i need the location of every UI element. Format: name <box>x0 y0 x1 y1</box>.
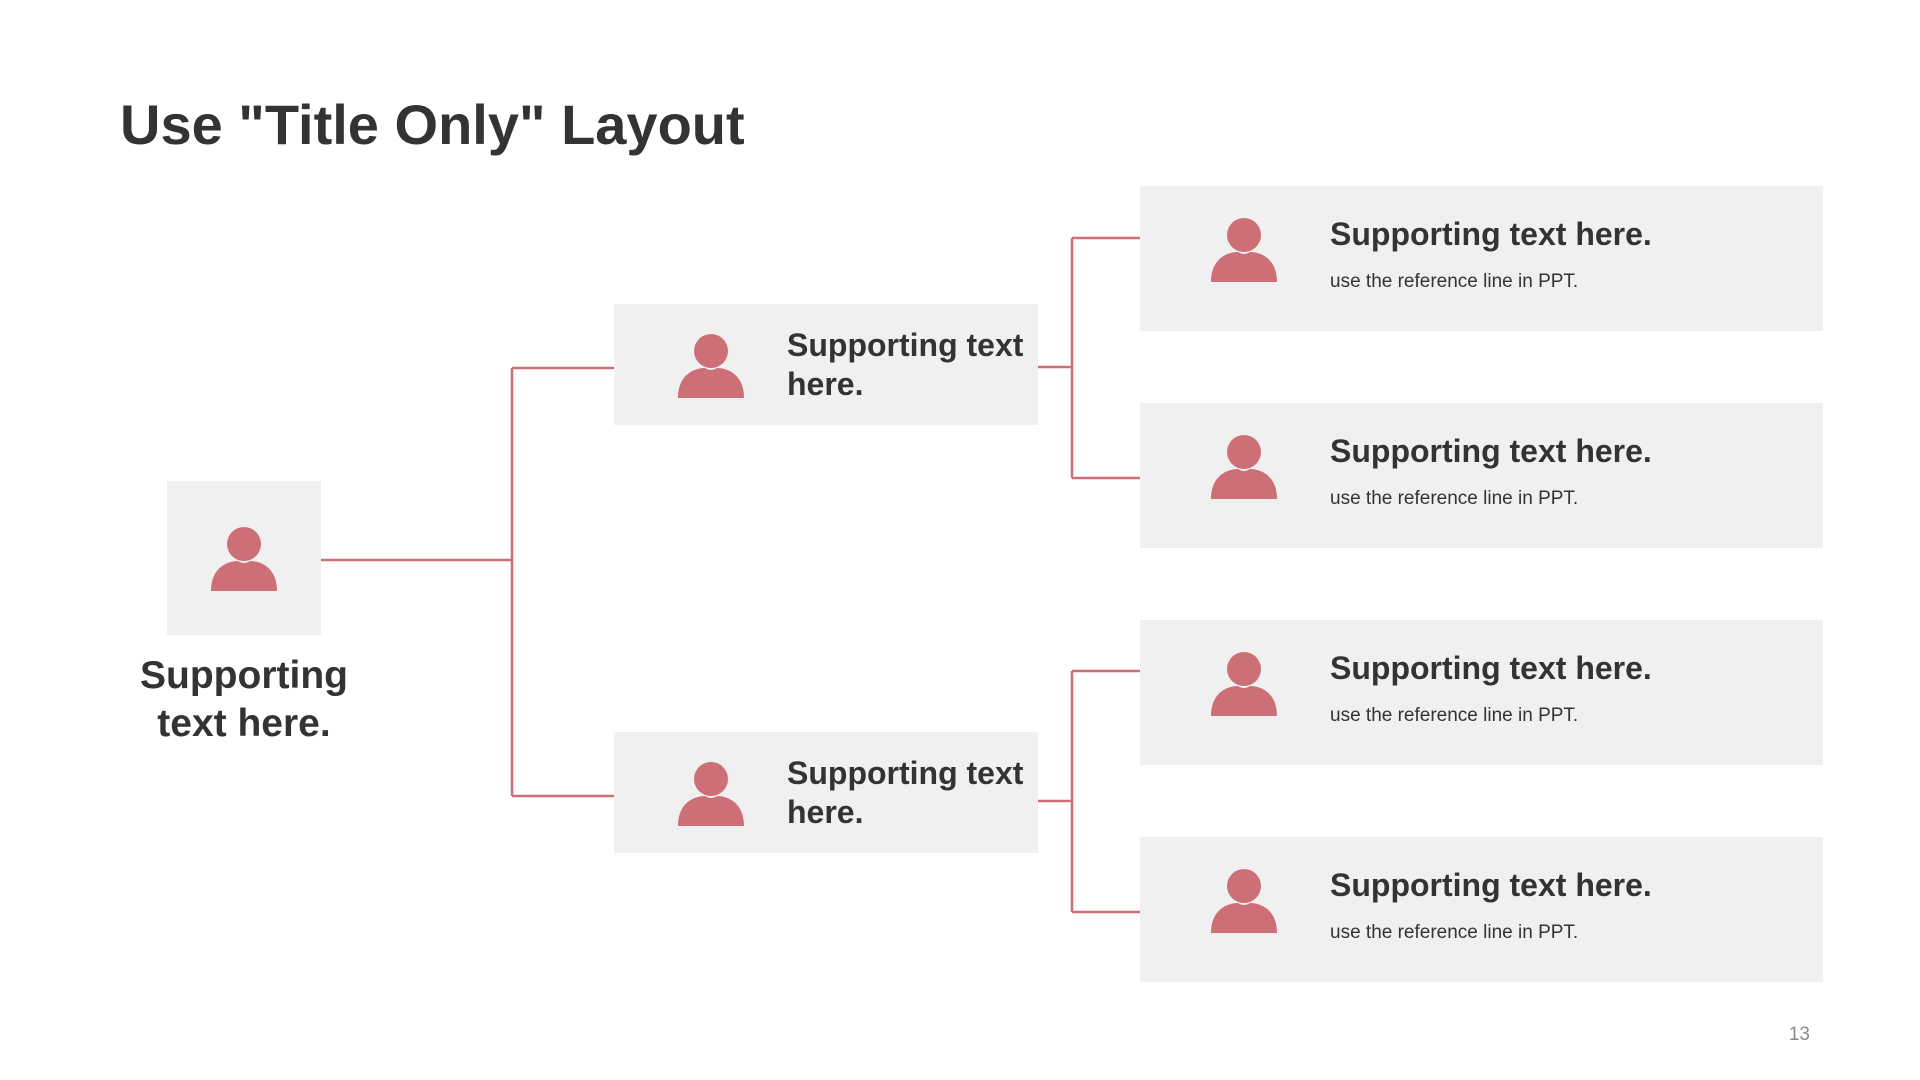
person-icon <box>211 527 277 591</box>
root-node-label: Supporting text here. <box>140 654 348 745</box>
branch-node-box: Supporting text here. <box>614 304 1038 425</box>
page-number: 13 <box>1788 1024 1810 1045</box>
leaf-node-title: Supporting text here. <box>1330 867 1652 903</box>
person-icon <box>1211 218 1277 282</box>
root-node-box <box>167 481 321 635</box>
branch-node-label: Supporting text here. <box>787 755 1024 830</box>
person-icon <box>1211 652 1277 716</box>
person-icon <box>1211 869 1277 933</box>
slide-title: Use "Title Only" Layout <box>120 93 745 156</box>
person-icon <box>678 762 744 826</box>
leaf-node-box: Supporting text here. use the reference … <box>1140 837 1823 982</box>
leaf-node-subtitle: use the reference line in PPT. <box>1330 705 1579 726</box>
branch-node-label: Supporting text here. <box>787 327 1024 402</box>
leaf-node-title: Supporting text here. <box>1330 433 1652 469</box>
connector-branch-1-to-leaves <box>1038 236 1140 480</box>
branch-node-box: Supporting text here. <box>614 732 1038 853</box>
leaf-node-box: Supporting text here. use the reference … <box>1140 403 1823 548</box>
leaf-node-box: Supporting text here. use the reference … <box>1140 186 1823 331</box>
leaf-node-subtitle: use the reference line in PPT. <box>1330 488 1579 509</box>
person-icon <box>678 334 744 398</box>
person-icon <box>1211 435 1277 499</box>
leaf-node-title: Supporting text here. <box>1330 650 1652 686</box>
connector-root-to-branches <box>321 366 614 798</box>
leaf-node-subtitle: use the reference line in PPT. <box>1330 922 1579 943</box>
leaf-node-title: Supporting text here. <box>1330 216 1652 252</box>
leaf-node-box: Supporting text here. use the reference … <box>1140 620 1823 765</box>
connector-branch-2-to-leaves <box>1038 669 1140 914</box>
leaf-node-subtitle: use the reference line in PPT. <box>1330 271 1579 292</box>
